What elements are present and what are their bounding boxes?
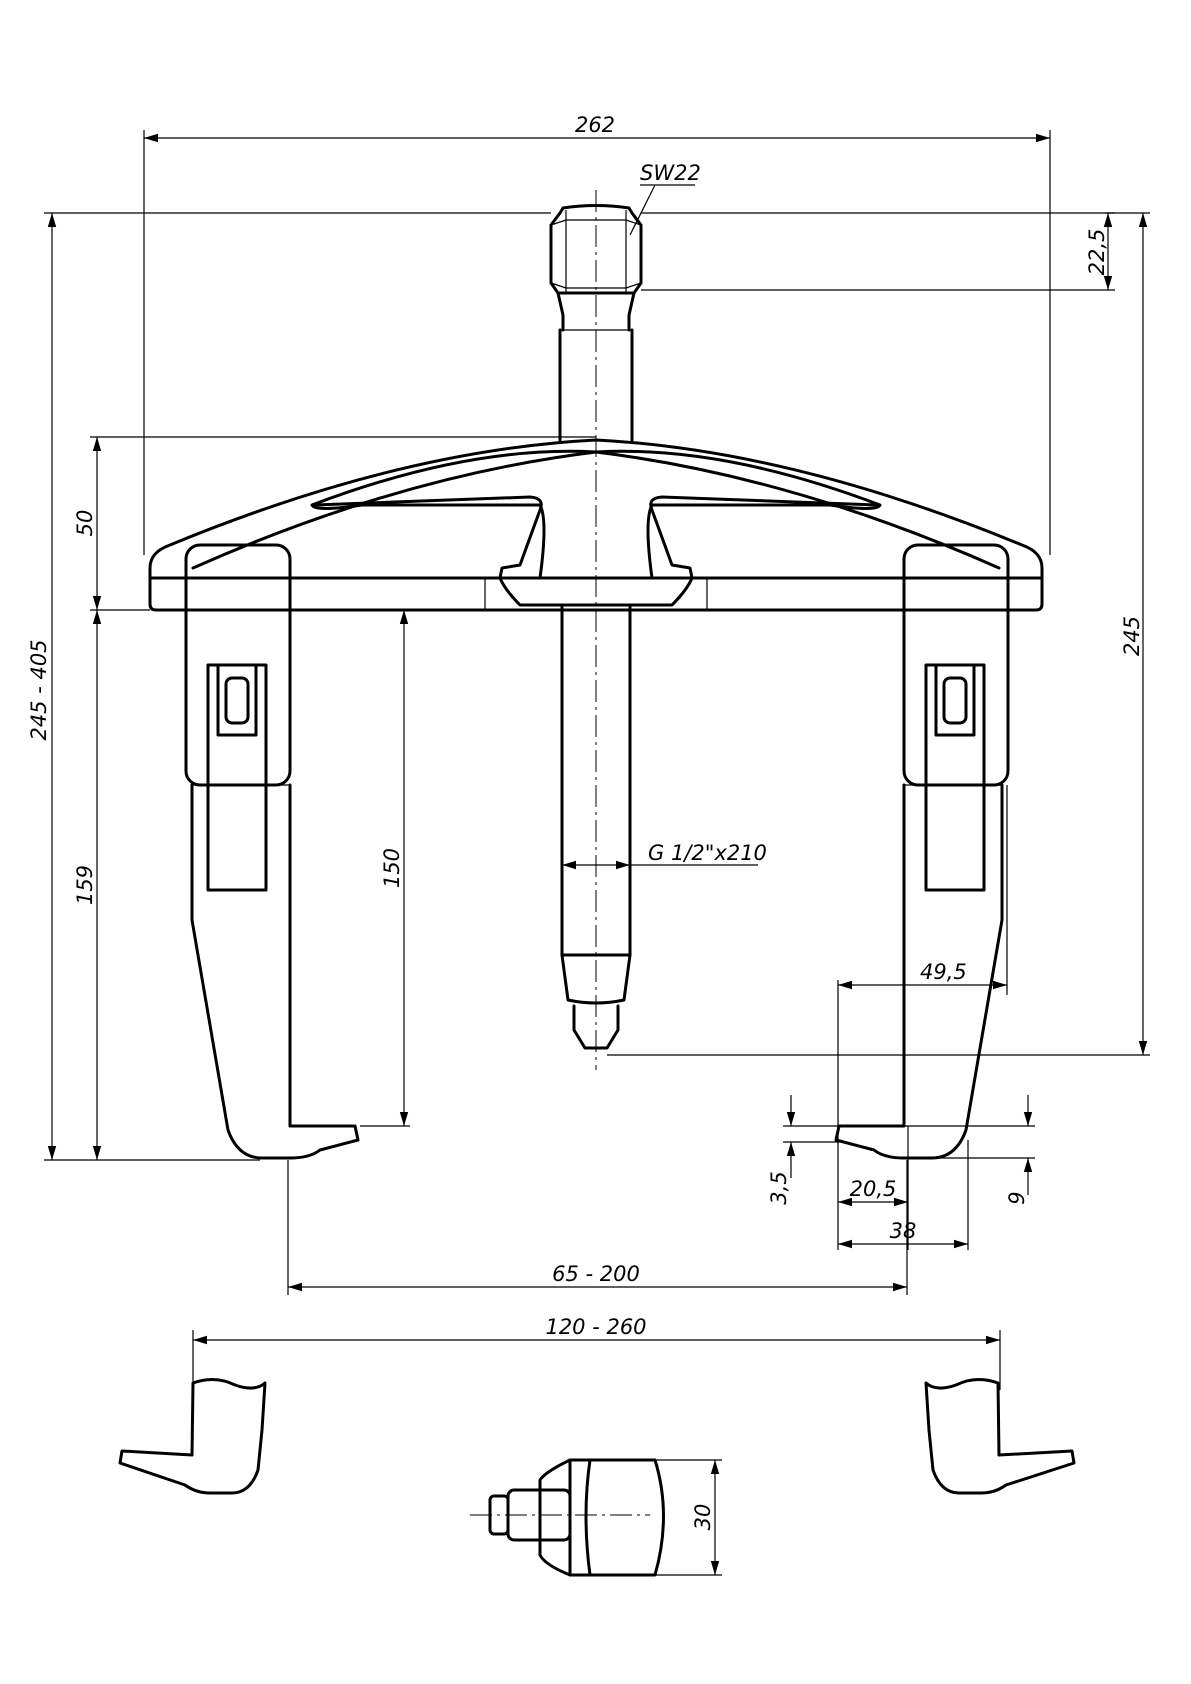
dim-text-jaw-width: 38 [890,1219,917,1243]
right-jaw [834,543,1010,1160]
left-jaw [184,543,360,1160]
dim-text-overall-width: 262 [575,113,615,137]
dim-text-inner-span: 65 - 200 [552,1262,640,1286]
dimension-jaw-offset: 49,5 [838,785,1008,995]
dim-text-detail-width: 30 [691,1504,715,1531]
dim-text-jaw-height-outer: 159 [73,865,97,905]
dim-text-head-height: 22,5 [1085,229,1109,276]
dimension-head-height: 22,5 [641,212,1115,291]
dimension-jaw-height-inner: 150 [360,610,410,1127]
trunnion-detail [488,1458,665,1577]
dimension-detail-width: 30 [655,1459,722,1576]
dimension-socket-size: SW22 [629,161,701,236]
dimension-lip-depth: 20,5 [838,1177,908,1207]
crossbar [148,438,1044,612]
dimension-adjustable-height: 245 - 405 [27,212,551,1161]
dim-text-thread: G 1/2"x210 [648,841,767,865]
dimension-outer-span: 120 - 260 [192,1315,1001,1390]
outer-jaw-tip-left [118,1378,267,1495]
spindle [549,204,643,1050]
dimension-jaw-width: 38 [838,1219,968,1249]
dim-text-body-height: 245 [1120,616,1144,656]
dim-text-jaw-height-inner: 150 [380,848,404,888]
dim-text-tip-height: 9 [1005,1191,1029,1204]
dim-text-socket-size: SW22 [640,161,701,185]
dimension-thread: G 1/2"x210 [562,841,767,870]
dimension-tip-height: 9 [905,1095,1035,1205]
dimension-jaw-height-outer: 159 [73,610,102,1160]
dimension-inner-span: 65 - 200 [287,1160,908,1295]
dim-text-lip-depth: 20,5 [850,1177,897,1201]
dimension-body-height: 245 [607,212,1150,1056]
dimension-lip-thickness: 3,5 [767,1095,840,1205]
dim-text-jaw-offset: 49,5 [920,960,967,984]
dim-text-crossbar-height: 50 [73,510,97,537]
dim-text-outer-span: 120 - 260 [545,1315,646,1339]
dim-text-adjustable-height: 245 - 405 [27,639,51,740]
dimension-overall-width: 262 [143,113,1051,555]
outer-jaw-tip-right [924,1378,1076,1495]
dim-text-lip-thickness: 3,5 [767,1171,791,1204]
dimension-crossbar-height: 50 [73,436,596,611]
